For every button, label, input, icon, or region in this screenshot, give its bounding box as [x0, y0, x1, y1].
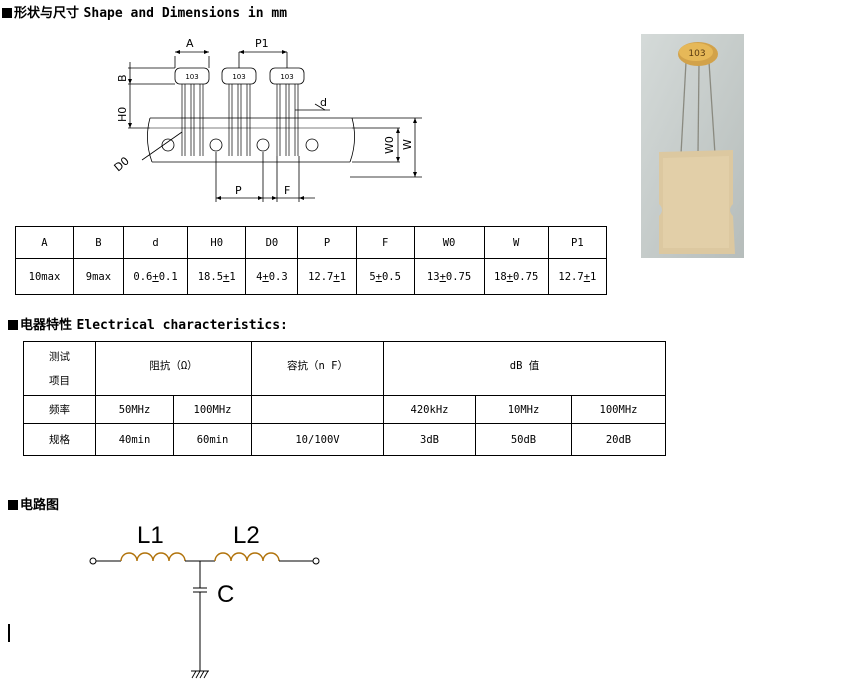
label-w0: W0 — [383, 136, 396, 154]
label-b: B — [116, 74, 129, 82]
spec-cell: 10/100V — [251, 423, 384, 456]
spec-row: 规格 40min 60min 10/100V 3dB 50dB 20dB — [23, 423, 666, 456]
dimension-value-row: 10max 9max 0.6+0.1 18.5+1 4+0.3 12.7+1 5… — [15, 258, 608, 295]
dim-header-cell: W0 — [413, 226, 485, 259]
dim-value-cell: 18.5+1 — [187, 258, 247, 295]
dim-value-cell: 5+0.5 — [355, 258, 415, 295]
dim-header-cell: d — [122, 226, 189, 259]
label-h0: H0 — [116, 107, 129, 122]
shape-dimensions-title: 形状与尺寸 Shape and Dimensions in mm — [2, 2, 287, 21]
inductor-l1-label: L1 — [137, 522, 164, 549]
photo-marking: 103 — [688, 49, 705, 59]
capacitance-header: 容抗（n F） — [251, 341, 384, 396]
dim-value-cell: 10max — [15, 258, 74, 295]
freq-label-cell: 频率 — [23, 395, 96, 424]
label-p: P — [235, 184, 242, 197]
elec-item-cell: 测试 项目 — [23, 341, 96, 396]
dim-value-cell: 12.7+1 — [297, 258, 357, 295]
spec-cell: 3dB — [383, 423, 476, 456]
title-en: Electrical characteristics: — [76, 318, 288, 333]
spec-label-cell: 规格 — [23, 423, 96, 456]
part-marking-2: 103 — [232, 73, 245, 81]
dim-header-cell: W — [483, 226, 549, 259]
impedance-header: 阻抗（Ω） — [95, 341, 252, 396]
bullet-square-icon — [8, 320, 18, 330]
capacitor-c-label: C — [217, 581, 234, 608]
dim-value-cell: 12.7+1 — [547, 258, 608, 295]
spec-cell: 20dB — [571, 423, 666, 456]
freq-cell: 50MHz — [95, 395, 174, 424]
electrical-table: 测试 项目 阻抗（Ω） 容抗（n F） dB 值 频率 50MHz 100MHz… — [23, 341, 666, 456]
dim-value-cell: 13+0.75 — [413, 258, 485, 295]
text-cursor — [8, 624, 10, 642]
title-cn: 形状与尺寸 — [14, 6, 80, 21]
title-cn: 电器特性 — [20, 318, 73, 333]
dim-value-cell: 0.6+0.1 — [122, 258, 189, 295]
dim-value-cell: 4+0.3 — [245, 258, 299, 295]
title-en: Shape and Dimensions in mm — [83, 6, 288, 21]
bullet-square-icon — [2, 8, 12, 18]
label-p1: P1 — [255, 37, 269, 50]
part-marking-3: 103 — [280, 73, 293, 81]
inductor-l2-label: L2 — [233, 522, 260, 549]
spec-cell: 40min — [95, 423, 174, 456]
part-marking-1: 103 — [185, 73, 198, 81]
dimension-table: A B d H0 D0 P F W0 W P1 10max 9max 0.6+0… — [15, 226, 608, 295]
dim-header-cell: H0 — [187, 226, 247, 259]
dim-header-cell: P1 — [547, 226, 608, 259]
label-f: F — [284, 184, 290, 197]
dimension-diagram: A P1 B H0 d W0 W D0 P F 103 103 103 — [112, 37, 422, 202]
title-cn: 电路图 — [20, 498, 60, 513]
label-a: A — [186, 37, 194, 50]
product-photo: 103 — [641, 34, 744, 258]
elec-header-row: 测试 项目 阻抗（Ω） 容抗（n F） dB 值 — [23, 341, 666, 396]
dimension-header-row: A B d H0 D0 P F W0 W P1 — [15, 226, 608, 259]
circuit-diagram: L1 L2 C — [89, 522, 320, 679]
dim-header-cell: P — [297, 226, 357, 259]
dim-header-cell: F — [355, 226, 415, 259]
frequency-row: 频率 50MHz 100MHz 420kHz 10MHz 100MHz — [23, 395, 666, 424]
spec-cell: 60min — [173, 423, 252, 456]
freq-cell: 100MHz — [571, 395, 666, 424]
db-header: dB 值 — [383, 341, 666, 396]
freq-cell: 100MHz — [173, 395, 252, 424]
electrical-characteristics-title: 电器特性 Electrical characteristics: — [8, 314, 288, 333]
label-w: W — [401, 139, 414, 150]
bullet-square-icon — [8, 500, 18, 510]
dim-value-cell: 18+0.75 — [483, 258, 549, 295]
label-d: d — [320, 96, 327, 109]
dim-header-cell: A — [15, 226, 74, 259]
label-d0: D0 — [112, 154, 132, 174]
dim-header-cell: B — [72, 226, 124, 259]
freq-cell: 10MHz — [475, 395, 572, 424]
freq-cell — [251, 395, 384, 424]
dim-header-cell: D0 — [245, 226, 299, 259]
freq-cell: 420kHz — [383, 395, 476, 424]
dim-value-cell: 9max — [72, 258, 124, 295]
spec-cell: 50dB — [475, 423, 572, 456]
circuit-diagram-title: 电路图 — [8, 494, 59, 513]
